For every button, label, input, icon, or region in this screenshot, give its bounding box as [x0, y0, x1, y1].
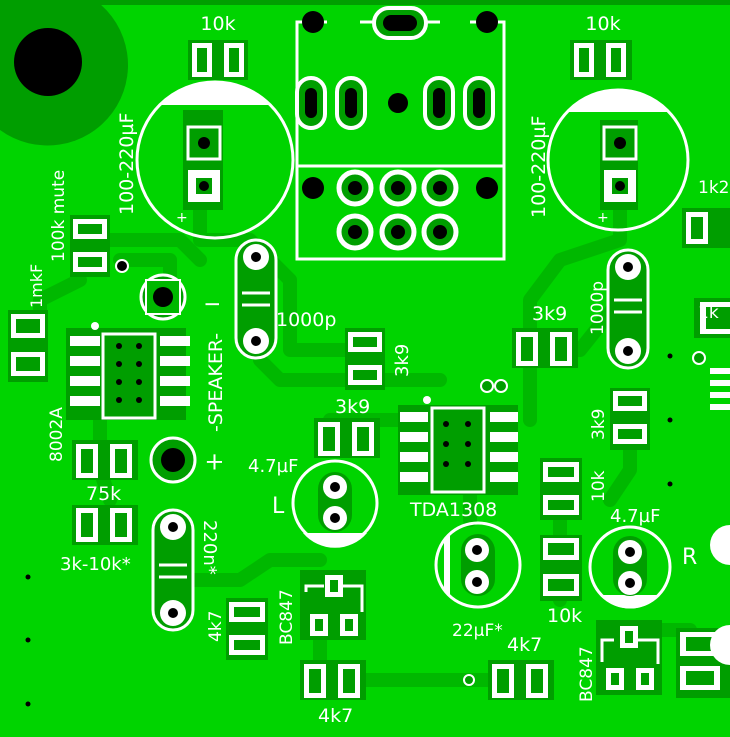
label-q-right: BC847: [577, 646, 597, 702]
label-edge-1k2: 1k2: [698, 178, 729, 198]
label-cap-47-right: 4.7µF: [610, 506, 660, 527]
board-edge: [0, 0, 730, 5]
label-cap-22: 22µF*: [452, 621, 503, 641]
label-ic-8002a: 8002A: [47, 407, 67, 462]
label-channel-right: R: [682, 545, 697, 570]
label-speaker-plus: +: [200, 452, 228, 472]
label-cap-left: 100-220µF: [116, 113, 138, 215]
label-r-3k9-a: 3k9: [392, 344, 413, 377]
label-ic-tda1308: TDA1308: [409, 499, 497, 521]
label-r-75k: 75k: [86, 483, 121, 505]
label-edge-1k: 1k: [698, 303, 719, 323]
label-r-10k-mid: 10k: [589, 470, 609, 502]
svg-text:+: +: [597, 210, 609, 226]
label-r-mute: 100k mute: [49, 170, 69, 262]
label-r-3k9-b: 3k9: [335, 396, 370, 418]
label-q-left: BC847: [277, 589, 297, 645]
label-cap-1000p-right: 1000p: [588, 281, 608, 335]
label-cap-right: 100-220µF: [528, 116, 550, 218]
label-r-top-right: 10k: [585, 13, 620, 35]
mounting-hole: [14, 28, 82, 96]
label-speaker: -SPEAKER-: [205, 333, 227, 432]
svg-text:+: +: [176, 210, 188, 226]
label-speaker-dash: I: [202, 301, 224, 307]
label-r-4k7-c: 4k7: [507, 634, 542, 656]
label-r-3k9-c: 3k9: [532, 303, 567, 325]
label-channel-left: L: [272, 494, 285, 519]
label-cap-1mkf: 1mkF: [27, 264, 46, 308]
label-r-10k-bottom: 10k: [547, 605, 582, 627]
label-cap-47-left: 4.7µF: [248, 456, 298, 477]
label-r-4k7-b: 4k7: [318, 705, 353, 727]
label-r-4k7-a: 4k7: [206, 611, 226, 642]
ic-8002a: [66, 322, 190, 420]
label-cap-1000p-left: 1000p: [276, 309, 336, 331]
label-r-3k-10k: 3k-10k*: [60, 554, 131, 575]
label-r-top-left: 10k: [200, 13, 235, 35]
label-cap-220n: 220n*: [199, 520, 220, 575]
label-r-3k9-d: 3k9: [589, 409, 609, 440]
